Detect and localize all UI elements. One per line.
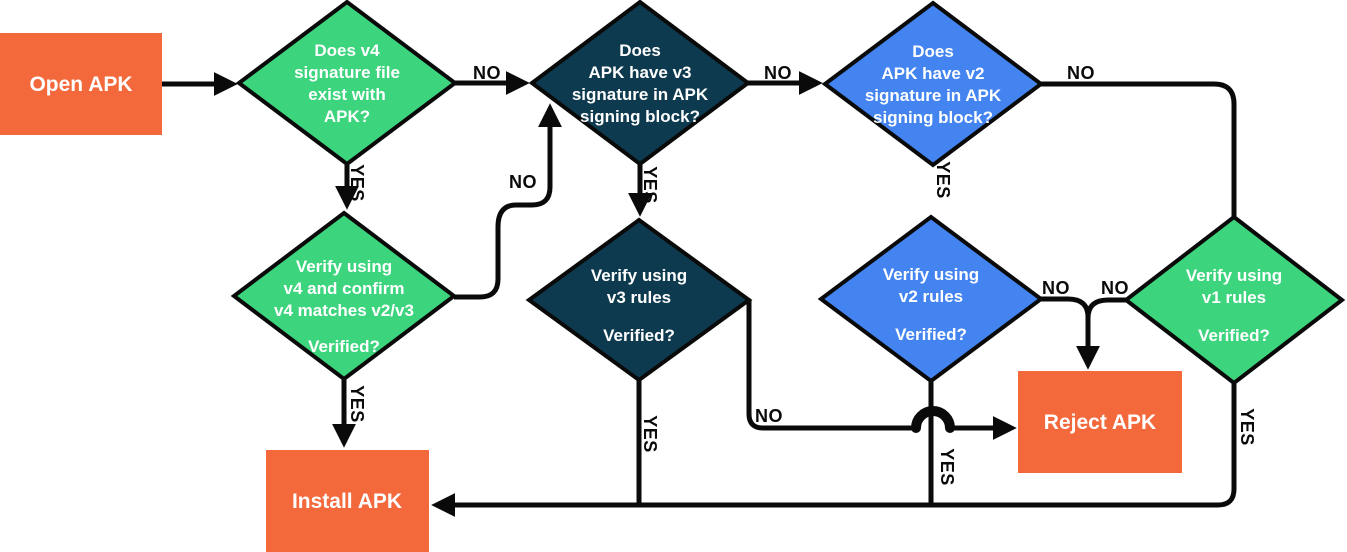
label-v3-block-no: NO <box>764 63 792 83</box>
node-v3-verify: Verify using v3 rules Verified? <box>525 217 753 383</box>
v4-exists-line-4: APK? <box>324 107 370 126</box>
label-v3-block-yes: YES <box>640 166 660 204</box>
v2-block-line-2: APK have v2 <box>882 64 985 83</box>
v3-block-diamond <box>528 0 752 167</box>
node-v4-signature-exists: Does v4 signature file exist with APK? <box>235 0 459 167</box>
node-v4-verify: Verify using v4 and confirm v4 matches v… <box>230 210 458 382</box>
label-v3-verify-no: NO <box>755 406 783 426</box>
v4-verify-question: Verified? <box>308 337 380 356</box>
label-v4-verify-yes: YES <box>347 385 367 423</box>
install-apk-label: Install APK <box>292 490 402 513</box>
open-apk-label: Open APK <box>29 73 132 96</box>
v4-verify-diamond <box>230 210 458 382</box>
v2-block-line-4: signing block? <box>873 108 993 127</box>
reject-apk-label: Reject APK <box>1044 411 1156 434</box>
label-v2-verify-no: NO <box>1042 278 1070 298</box>
v3-verify-question: Verified? <box>603 326 675 345</box>
v4-exists-line-1: Does v4 <box>314 41 380 60</box>
label-v4-exists-no: NO <box>473 63 501 83</box>
install-apk-box <box>266 450 429 552</box>
node-reject-apk: Reject APK <box>1018 371 1182 473</box>
node-v2-verify: Verify using v2 rules Verified? <box>817 214 1045 384</box>
edge-v1-verify-no <box>1085 297 1126 319</box>
label-v3-verify-yes: YES <box>640 415 660 453</box>
node-open-apk: Open APK <box>0 33 162 135</box>
v2-verify-line-1: Verify using <box>883 265 979 284</box>
v3-verify-diamond <box>525 217 753 383</box>
node-v2-signing-block: Does APK have v2 signature in APK signin… <box>821 0 1045 168</box>
label-v2-block-no: NO <box>1067 63 1095 83</box>
v1-verify-line-1: Verify using <box>1186 266 1282 285</box>
node-v3-signing-block: Does APK have v3 signature in APK signin… <box>528 0 752 167</box>
edge-labels: NO YES NO YES NO YES NO YES NO YES NO YE… <box>347 63 1257 486</box>
edge-v2-verify-no <box>1041 296 1101 370</box>
v1-verify-line-2: v1 rules <box>1202 288 1266 307</box>
v1-verify-diamond <box>1122 214 1346 386</box>
v3-block-line-1: Does <box>619 41 661 60</box>
edge-v1-verify-yes-to-install <box>431 383 1237 518</box>
node-v1-verify: Verify using v1 rules Verified? <box>1122 214 1346 386</box>
v2-block-diamond <box>821 0 1045 168</box>
v4-exists-line-3: exist with <box>308 85 385 104</box>
edge-v4-verify-no-scurve <box>454 103 563 300</box>
v4-verify-line-2: v4 and confirm <box>284 279 405 298</box>
open-apk-box <box>0 33 162 135</box>
label-v1-verify-yes: YES <box>1237 408 1257 446</box>
edge-v2-block-no <box>1041 81 1237 217</box>
v2-verify-diamond <box>817 214 1045 384</box>
label-v4-verify-no: NO <box>509 172 537 192</box>
v4-exists-diamond <box>235 0 459 167</box>
v3-verify-line-2: v3 rules <box>607 288 671 307</box>
edges <box>162 70 1237 518</box>
v4-exists-line-2: signature file <box>294 63 400 82</box>
v3-block-line-3: signature in APK <box>572 85 709 104</box>
v3-verify-line-1: Verify using <box>591 266 687 285</box>
label-v2-verify-yes: YES <box>937 448 957 486</box>
node-install-apk: Install APK <box>266 450 429 552</box>
v3-block-line-4: signing block? <box>580 107 700 126</box>
label-v2-block-yes: YES <box>933 161 953 199</box>
edge-v3-verify-no-left <box>746 300 915 431</box>
v4-verify-line-3: v4 matches v2/v3 <box>274 301 414 320</box>
v4-verify-line-1: Verify using <box>296 257 392 276</box>
v2-block-line-1: Does <box>912 42 954 61</box>
reject-apk-box <box>1018 371 1182 473</box>
label-v4-exists-yes: YES <box>347 164 367 202</box>
v2-verify-line-2: v2 rules <box>899 287 963 306</box>
v2-block-line-3: signature in APK <box>865 86 1002 105</box>
v1-verify-question: Verified? <box>1198 326 1270 345</box>
label-v1-verify-no: NO <box>1101 278 1129 298</box>
v2-verify-question: Verified? <box>895 325 967 344</box>
v3-block-line-2: APK have v3 <box>589 63 692 82</box>
